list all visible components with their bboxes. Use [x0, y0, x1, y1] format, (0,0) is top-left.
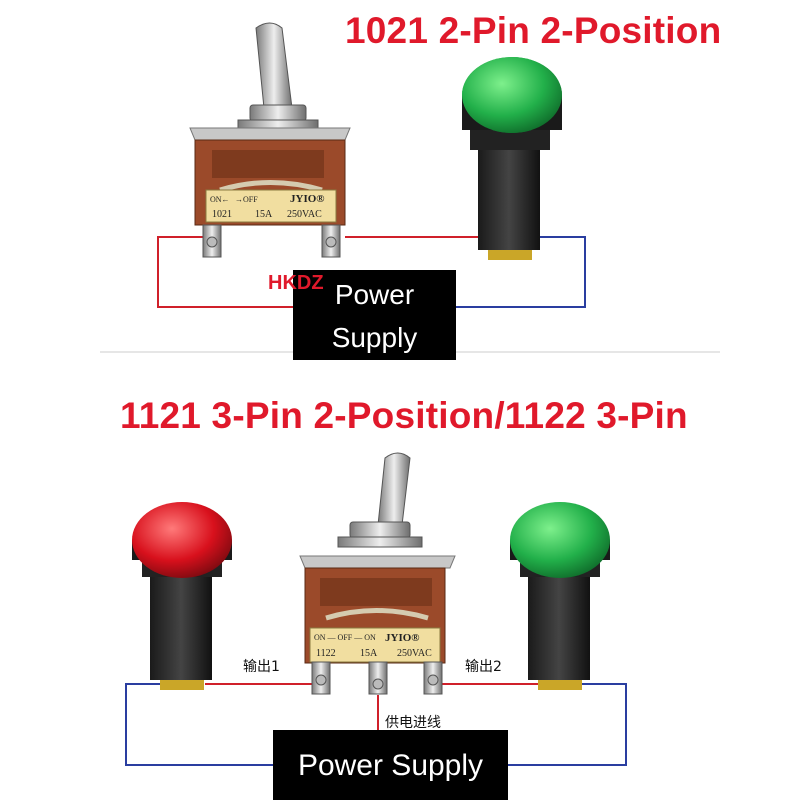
power-supply-line1: Power — [334, 279, 415, 310]
bottom-wires — [125, 683, 627, 766]
label-output-1: 输出1 — [243, 659, 280, 675]
toggle-switch-1122: ON — OFF — ON JYIO® 1122 15A 250VAC — [299, 452, 456, 695]
toggle-switch-1021: JYIO® ON← →OFF 1021 15A 250VAC — [189, 22, 351, 258]
switch-bottom-voltage: 250VAC — [397, 648, 432, 659]
top-wires — [157, 236, 586, 308]
power-supply-box-bottom: Power Supply — [273, 730, 508, 800]
indicator-lamp-green-bottom — [510, 502, 610, 690]
power-supply-box-top: Power Supply — [293, 270, 456, 360]
switch-bottom-brand: JYIO® — [385, 632, 420, 644]
indicator-lamp-red — [132, 502, 232, 690]
switch-bottom-model: 1122 — [316, 648, 336, 659]
switch-bottom-on-off-on: ON — OFF — ON — [314, 633, 376, 642]
title-bottom: 1121 3-Pin 2-Position/1122 3-Pin — [120, 395, 688, 436]
switch-top-model: 1021 — [212, 209, 232, 220]
label-output-2: 输出2 — [465, 659, 502, 675]
switch-top-voltage: 250VAC — [287, 209, 322, 220]
switch-bottom-current: 15A — [360, 648, 378, 659]
svg-text:→OFF: →OFF — [235, 195, 258, 204]
switch-top-current: 15A — [255, 209, 273, 220]
title-top: 1021 2-Pin 2-Position — [345, 10, 722, 51]
power-supply-line2: Supply — [331, 322, 418, 353]
switch-top-brand: JYIO® — [290, 193, 325, 205]
indicator-lamp-green-top — [462, 57, 562, 260]
label-power-input: 供电进线 — [385, 715, 441, 731]
svg-text:ON←: ON← — [210, 195, 230, 204]
watermark-hkdz: HKDZ — [268, 272, 324, 294]
